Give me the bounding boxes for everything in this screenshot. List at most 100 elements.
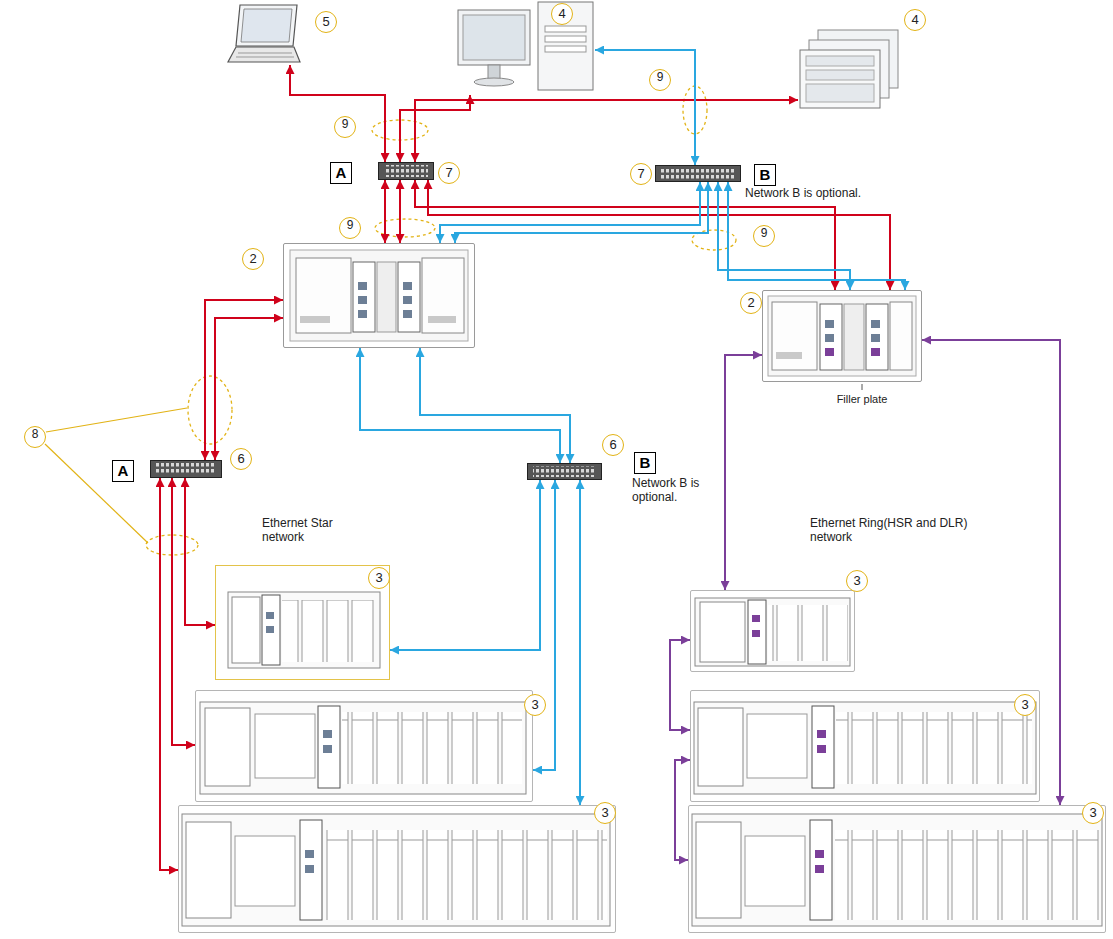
laptop-drawing [236,5,297,46]
callout-number: 3 [1082,802,1104,824]
controller-chassis-drawing [772,302,817,370]
laptop-drawing [236,57,294,58]
io-rack-drawing [325,830,607,920]
desktop-computer-drawing [458,10,530,65]
io-rack-drawing [200,702,526,794]
io-rack-drawing [698,708,743,786]
io-rack-drawing [262,595,280,665]
controller-chassis-drawing [871,334,880,342]
desktop-computer-drawing [545,46,586,52]
laptop-computer: 5 [228,3,302,65]
callout-number: 3 [594,802,616,824]
desktop-computer-drawing [458,2,593,90]
callout-number: 2 [242,248,264,270]
network-cable [215,318,283,460]
desktop-computer-drawing [545,26,586,32]
callout-number: 6 [230,448,252,470]
io-rack-drawing [692,814,1102,926]
io-rack-drawing [323,730,332,738]
network-cable [360,348,560,463]
network-switch: 7B [655,165,741,182]
io-rack-drawing [817,745,826,753]
controller-chassis-drawing [422,258,464,333]
callout-number: 2 [740,292,762,314]
operator-display-drawing [806,70,874,80]
io-rack-drawing [305,850,314,858]
controller-chassis-drawing [825,334,834,342]
controller-chassis: 2 [283,243,475,348]
note-text: Network B is optional. [632,476,712,504]
desktop-computer-drawing [474,78,514,86]
network-switch-drawing [533,466,596,477]
io-rack-drawing [282,600,376,662]
network-letter: B [754,164,776,186]
io-rack-drawing [752,615,760,622]
controller-chassis-drawing [358,282,367,290]
callout-number: 9 [753,225,775,247]
network-cable [172,478,195,745]
io-rack: 3 [688,805,1106,933]
network-switch-drawing [156,463,216,475]
network-cable [455,182,708,243]
io-rack-drawing [836,712,1032,784]
controller-chassis-drawing [403,296,412,304]
io-rack-drawing [817,730,826,738]
io-rack-drawing [300,820,322,920]
io-rack-drawing [768,605,848,661]
callout-number: 8 [24,426,46,448]
io-rack: 3 [195,690,533,802]
controller-chassis-drawing [358,296,367,304]
controller-chassis-drawing [844,304,864,370]
io-rack-drawing [810,820,832,920]
network-cable [595,50,695,165]
network-cable [185,478,215,625]
network-switch-drawing [150,162,741,480]
callout-number: 9 [334,116,356,138]
network-cable [420,348,570,463]
network-switch-drawing [150,460,222,478]
controller-chassis-drawing [871,348,880,356]
laptop-drawing [228,5,300,62]
callout-number: 5 [315,11,337,33]
io-rack: 3 [690,690,1040,802]
leader-line [45,408,187,543]
io-rack-drawing [812,706,834,788]
io-rack-drawing [205,708,250,786]
controller-chassis-drawing [377,262,396,332]
controller-chassis-drawing [403,310,412,318]
network-cable [670,640,690,730]
network-switch-drawing [661,168,735,179]
io-rack-drawing [305,865,314,873]
operator-display: 4 [798,28,900,110]
leader-line [45,444,148,543]
laptop-drawing [228,47,300,62]
network-cable [415,100,798,162]
controller-chassis-drawing [296,258,351,333]
controller-chassis-drawing [825,320,834,328]
network-switch-drawing [655,165,741,182]
io-rack-drawing [182,592,1102,926]
io-rack-drawing [700,602,745,662]
callout-number: 6 [602,434,624,456]
network-cable [533,480,555,770]
network-switch: A7 [378,162,434,180]
io-rack-drawing [745,836,805,906]
callout-number: 3 [1014,694,1036,716]
network-switch-drawing [378,162,434,180]
io-rack-drawing [748,600,766,664]
io-rack-drawing [182,814,610,926]
controller-chassis: 2 [762,290,922,382]
io-rack-drawing [815,865,824,873]
laptop-drawing [241,9,292,42]
network-cable [160,478,178,870]
cable-bundle-marker [146,86,736,555]
io-rack-drawing [695,598,850,666]
callout-number: 4 [551,3,573,25]
io-rack-drawing [342,712,522,784]
callout-number: 3 [524,694,546,716]
desktop-computer-drawing [538,2,593,90]
operator-display-drawing [806,84,874,102]
